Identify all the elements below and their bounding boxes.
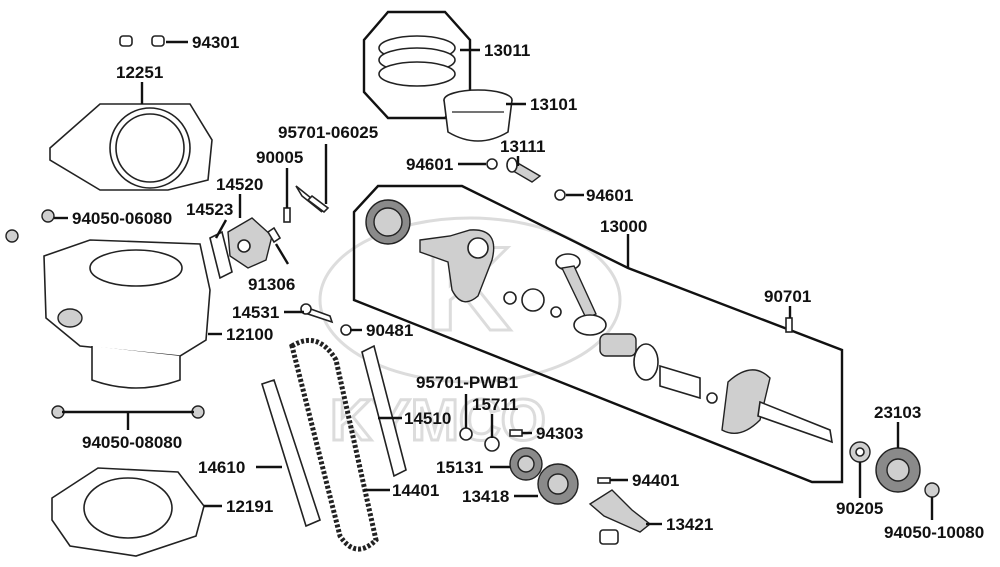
piston [443, 89, 513, 142]
chain-guide-14510 [361, 344, 407, 478]
label-91306: 91306 [248, 275, 295, 294]
watermark-oval [318, 216, 622, 384]
thrust-washer-1 [521, 288, 545, 312]
guide-bolt-14531 [300, 303, 334, 324]
label-94301: 94301 [192, 33, 239, 52]
label-14401: 14401 [392, 481, 439, 500]
label-94050-06080: 94050-06080 [72, 209, 172, 228]
chain-guide-14610 [261, 378, 321, 528]
circlip-right [554, 189, 566, 201]
label-12191: 12191 [226, 497, 273, 516]
connecting-rod [555, 253, 607, 336]
label-90005: 90005 [256, 148, 303, 167]
dowel-pins-top [119, 35, 165, 47]
label-94601-right: 94601 [586, 186, 633, 205]
thrust-washer-3 [550, 306, 562, 318]
label-12100: 12100 [226, 325, 273, 344]
crankshaft-right-half [721, 369, 834, 444]
needle-bearing [599, 333, 637, 357]
label-15711: 15711 [472, 395, 518, 414]
bolt-95701-PWB1 [459, 427, 473, 441]
crank-gear [365, 199, 411, 245]
pin-94303 [509, 429, 523, 437]
label-14520: 14520 [216, 175, 263, 194]
label-94601-left: 94601 [406, 155, 453, 174]
label-13011: 13011 [484, 41, 530, 60]
label-94050-10080: 94050-10080 [884, 523, 984, 542]
tensioner-bolt-90005 [283, 207, 291, 223]
label-90701: 90701 [764, 287, 811, 306]
label-15131: 15131 [436, 458, 483, 477]
head-gasket [49, 103, 213, 191]
piston-rings [378, 35, 456, 87]
base-gasket [51, 467, 205, 557]
nut-94050-06080-left [5, 229, 19, 243]
woodruff-key [785, 317, 793, 333]
label-14523: 14523 [186, 200, 233, 219]
balancer-shaft-13421 [588, 489, 652, 545]
label-13421: 13421 [666, 515, 713, 534]
piston-ring-frame [362, 10, 472, 120]
washer-15711 [484, 436, 500, 452]
crank-washer [706, 392, 718, 404]
label-13111: 13111 [500, 137, 545, 156]
label-14610: 14610 [198, 458, 245, 477]
clip-91306 [266, 226, 282, 244]
gear-13418 [537, 463, 579, 505]
label-95701-PWB1: 95701-PWB1 [416, 373, 518, 392]
label-13101: 13101 [530, 95, 577, 114]
label-90205: 90205 [836, 499, 883, 518]
crankshaft-left-half [419, 229, 495, 303]
crankshaft-assembly-frame [352, 184, 844, 484]
cylinder-block [43, 239, 211, 389]
label-90481: 90481 [366, 321, 413, 340]
nut-94050-06080-right [41, 209, 55, 223]
leader-lines [54, 40, 934, 526]
washer-90481 [340, 324, 352, 336]
label-14510: 14510 [404, 409, 451, 428]
label-94401: 94401 [632, 471, 679, 490]
key-94401 [597, 477, 611, 484]
label-94303: 94303 [536, 424, 583, 443]
primary-gear-23103 [875, 447, 921, 493]
gear-15131 [509, 447, 543, 481]
piston-pin [506, 157, 542, 183]
watermark-brand-text: KYMCO [330, 388, 546, 453]
label-14531: 14531 [232, 303, 279, 322]
thrust-washer-2 [503, 291, 517, 305]
tensioner-bolt-b [306, 194, 330, 214]
cam-chain-tensioner [227, 217, 273, 269]
nut-90205 [849, 441, 871, 463]
label-23103: 23103 [874, 403, 921, 422]
circlip-left [486, 158, 498, 170]
crank-pin [659, 364, 701, 400]
label-13418: 13418 [462, 487, 509, 506]
label-12251: 12251 [116, 63, 163, 82]
part-labels: 94301 12251 94050-06080 12100 94050-0808… [72, 33, 984, 542]
label-94050-08080: 94050-08080 [82, 433, 182, 452]
label-95701-06025: 95701-06025 [278, 123, 378, 142]
label-13000: 13000 [600, 217, 647, 236]
nut-94050-10080 [924, 482, 940, 498]
cam-chain [289, 337, 379, 552]
bearing-ring [633, 343, 659, 381]
